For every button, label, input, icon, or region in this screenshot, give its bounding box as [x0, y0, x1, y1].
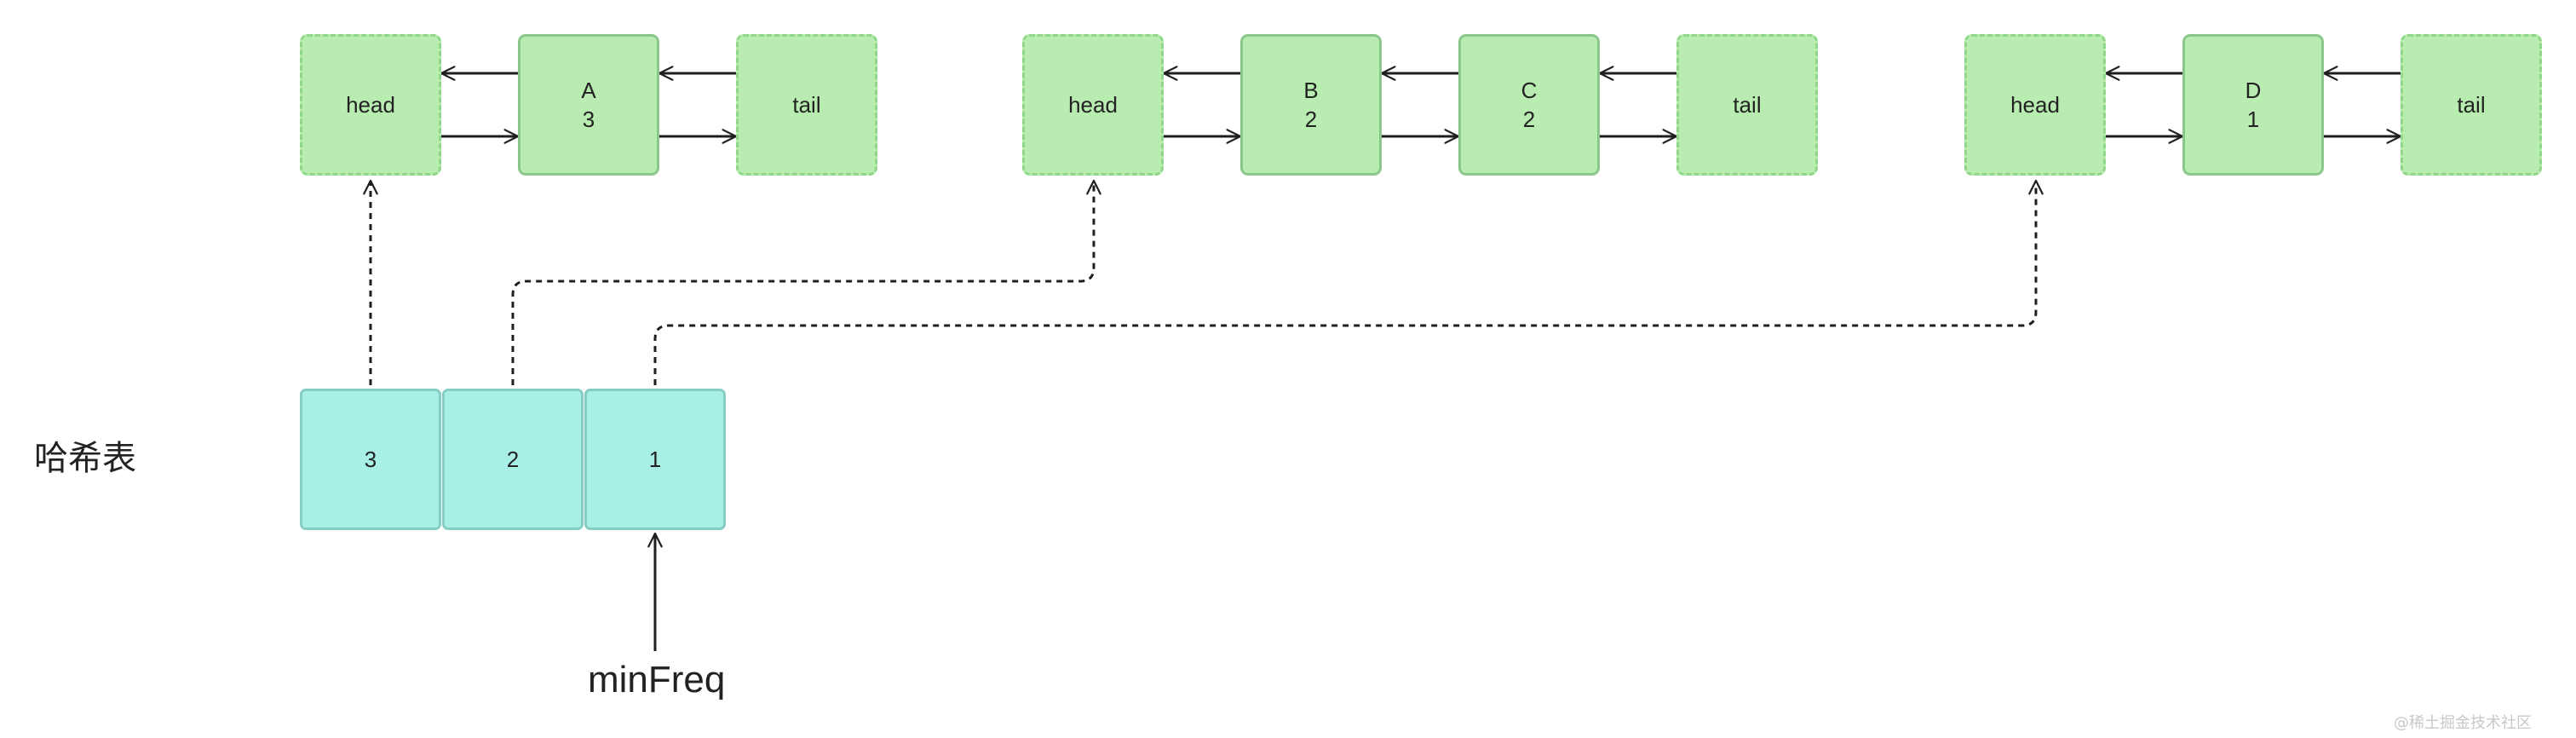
list-3-tail-node: tail: [2401, 34, 2542, 176]
node-freq: 2: [1522, 107, 1536, 132]
bucket-key: 1: [648, 447, 662, 472]
node-key: A: [581, 78, 596, 103]
list-1-node-a: A 3: [518, 34, 659, 176]
node-label: head: [346, 92, 395, 118]
node-freq: 2: [1304, 107, 1318, 132]
list-2-tail-node: tail: [1676, 34, 1818, 176]
node-label: head: [1068, 92, 1118, 118]
list-1-tail-node: tail: [736, 34, 877, 176]
node-key: B: [1303, 78, 1319, 103]
node-key: D: [2245, 78, 2262, 103]
node-label: tail: [1733, 92, 1762, 118]
list-3-head-node: head: [1964, 34, 2106, 176]
minfreq-label: minFreq: [588, 659, 726, 701]
list-3-node-d: D 1: [2182, 34, 2324, 176]
bucket-key: 2: [506, 447, 520, 472]
bucket-key: 3: [364, 447, 377, 472]
node-label: head: [2010, 92, 2060, 118]
list-2-links: [1162, 66, 1678, 144]
bucket-pointers: [363, 179, 2044, 385]
list-2-head-node: head: [1022, 34, 1164, 176]
node-label: tail: [2457, 92, 2486, 118]
bucket-1-pointer: [653, 179, 2044, 385]
node-key: C: [1521, 78, 1538, 103]
hash-table-label: 哈希表: [34, 439, 136, 478]
hash-bucket-2: 2: [442, 389, 584, 530]
hash-bucket-1: 1: [584, 389, 726, 530]
watermark: @稀土掘金技术社区: [2394, 714, 2532, 732]
list-2-node-c: C 2: [1458, 34, 1600, 176]
list-3-links: [2104, 66, 2402, 144]
list-1-head-node: head: [300, 34, 441, 176]
node-label: tail: [792, 92, 821, 118]
list-1-links: [440, 66, 738, 144]
node-freq: 1: [2246, 107, 2260, 132]
node-freq: 3: [582, 107, 595, 132]
bucket-2-pointer: [511, 179, 1101, 385]
hash-bucket-3: 3: [300, 389, 441, 530]
list-2-node-b: B 2: [1240, 34, 1382, 176]
